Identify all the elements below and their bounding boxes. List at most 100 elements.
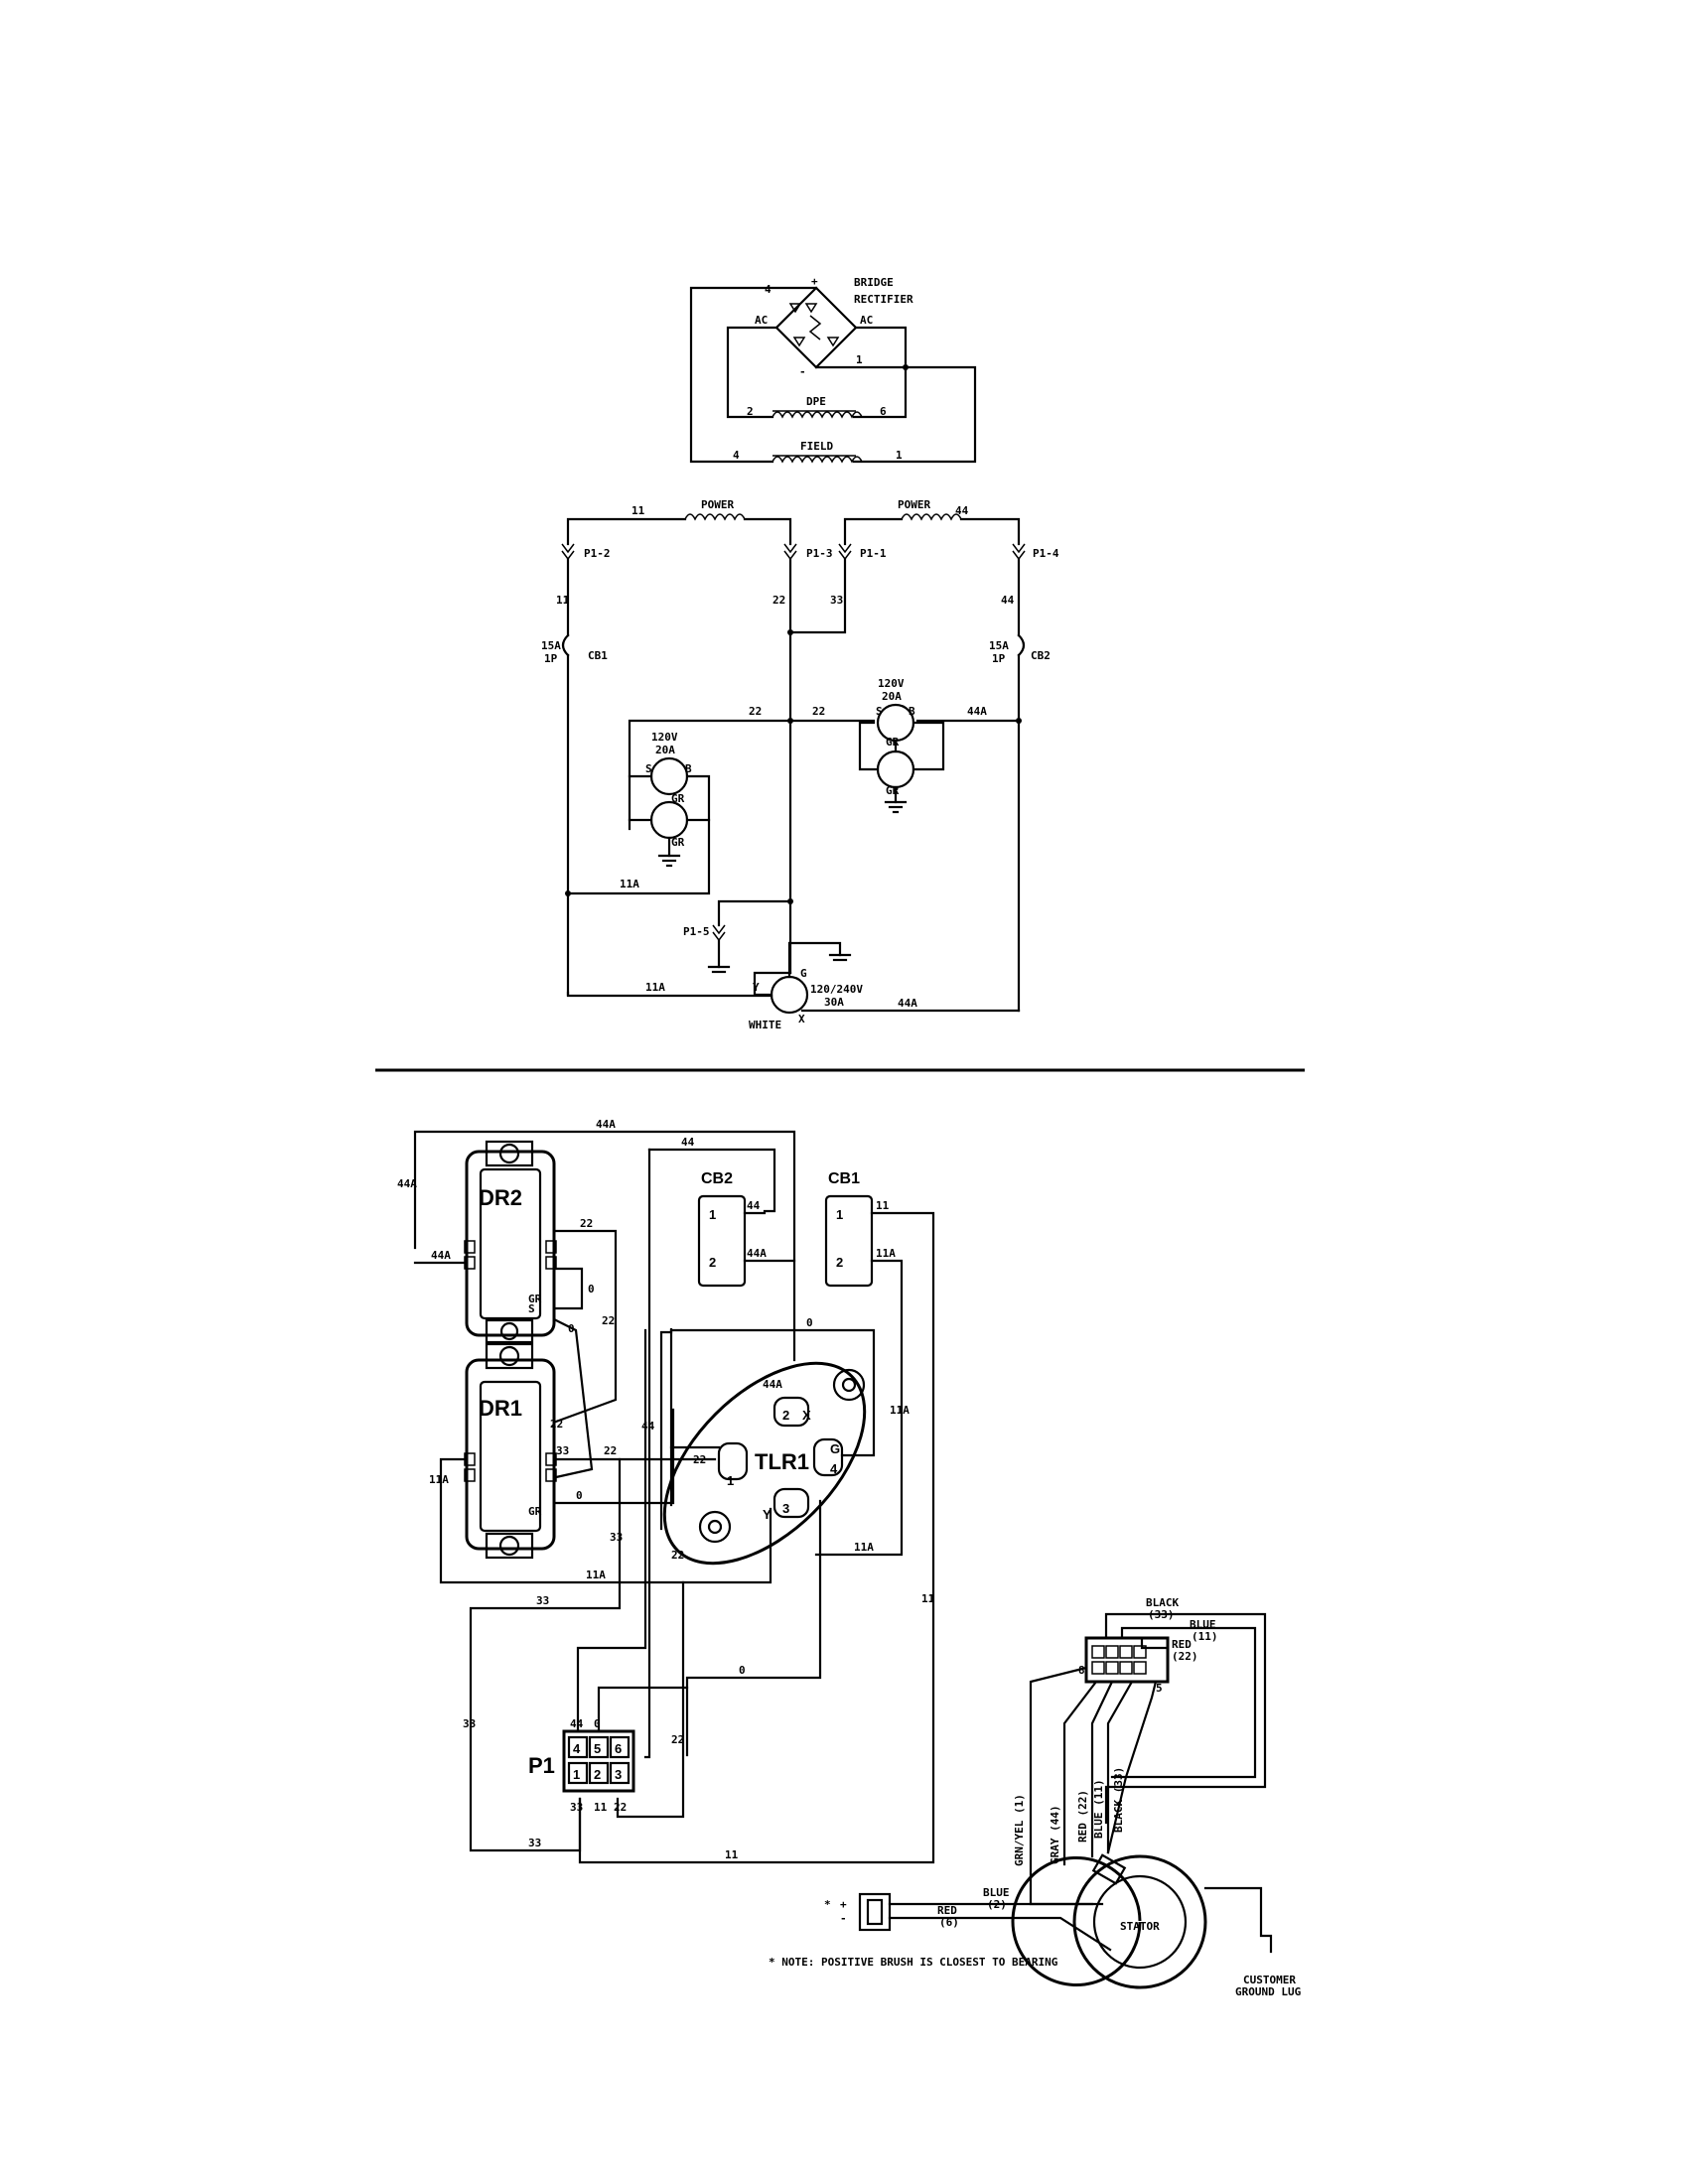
rec-right-amps: 20A <box>882 690 902 703</box>
wire-44a-left2: 44A <box>431 1249 451 1262</box>
cb1-wire-11a: 11A <box>876 1247 896 1260</box>
wire-22-dr1: 22 <box>550 1418 563 1431</box>
wire-11a-mid: 11A <box>620 878 639 890</box>
plug-p1-1: P1-1 <box>860 547 887 560</box>
brush-blue-n: (2) <box>987 1898 1007 1911</box>
twist-y: Y <box>753 981 760 994</box>
cb1-pin-2: 2 <box>836 1255 843 1270</box>
dr2-gr: GR <box>528 1293 542 1305</box>
wire-22-a: 22 <box>749 705 762 718</box>
cb2-box-label: CB2 <box>701 1170 733 1187</box>
p1-wire-22: 22 <box>614 1801 627 1814</box>
cb1-rating-2: 1P <box>544 652 558 665</box>
tlr-y: Y <box>763 1507 772 1522</box>
wire-11a-bus: 11A <box>586 1569 606 1581</box>
cb2-pin-1: 1 <box>709 1207 716 1222</box>
stator-red22: RED (22) <box>1076 1790 1089 1843</box>
p1-pin-3: 3 <box>615 1767 622 1782</box>
receptacle-dr2: DR2 GR S <box>464 1140 557 1344</box>
wire-44-right: 44 <box>1001 594 1015 607</box>
brush-note: * NOTE: POSITIVE BRUSH IS CLOSEST TO BEA… <box>769 1956 1058 1969</box>
dpe-right: 6 <box>880 405 887 418</box>
circuit-breaker-cb2: 15A 1P CB2 <box>989 633 1051 1013</box>
stator-assembly: 8 5 BLACK (33) BLUE (11) RED (22) GRN/YE… <box>769 1596 1302 1998</box>
brush-red: RED <box>937 1904 957 1917</box>
plug-p1-3: P1-3 <box>806 547 833 560</box>
wire-33-bus: 33 <box>536 1594 549 1607</box>
dpe-left: 2 <box>747 405 754 418</box>
dpe-label: DPE <box>806 395 826 408</box>
bridge-ac-left: AC <box>755 314 768 327</box>
p1-pin-5: 5 <box>594 1741 601 1756</box>
brush-red-n: (6) <box>939 1916 959 1929</box>
field-coil: FIELD 4 1 <box>733 440 903 464</box>
field-right: 1 <box>896 449 903 462</box>
dr1-gr: GR <box>528 1505 542 1518</box>
cb2-wire-44: 44 <box>747 1199 761 1212</box>
cb1-label: CB1 <box>588 649 608 662</box>
wire-22-mid: 22 <box>772 594 785 607</box>
stator-blue: BLUE <box>1190 1618 1216 1631</box>
power-right-label: POWER <box>898 498 930 511</box>
stator-gray44: GRAY (44) <box>1049 1805 1061 1864</box>
wire-22-tlr: 22 <box>693 1453 706 1466</box>
bridge-ac-right: AC <box>860 314 873 327</box>
wire-22-vert: 22 <box>602 1314 615 1327</box>
tlr-x: X <box>802 1408 811 1423</box>
p1-label: P1 <box>528 1753 555 1778</box>
rec-right-b: B <box>909 705 915 718</box>
rec-left-volts: 120V <box>651 731 678 744</box>
bridge-plus: + <box>811 275 818 288</box>
rec-left-gr: GR <box>671 792 685 805</box>
bridge-title-1: BRIDGE <box>854 276 894 289</box>
stator-grnyel: GRN/YEL (1) <box>1013 1794 1026 1866</box>
brush-star: * <box>824 1898 831 1911</box>
cb2-label: CB2 <box>1031 649 1051 662</box>
p1-pin-1: 1 <box>573 1767 580 1782</box>
wire-22-dr1b: 22 <box>604 1444 617 1457</box>
wire-11-bottom: 11 <box>725 1848 739 1861</box>
stator-black33: BLACK (33) <box>1112 1767 1125 1833</box>
rec-right-gr: GR <box>886 736 900 749</box>
bridge-minus: - <box>799 365 806 378</box>
tlr-1: 1 <box>727 1473 734 1488</box>
wire-0-dr1: 0 <box>576 1489 583 1502</box>
twist-x: X <box>798 1013 805 1025</box>
tlr-2: 2 <box>782 1408 789 1423</box>
p1-pin-6: 6 <box>615 1741 622 1756</box>
rec-left-amps: 20A <box>655 744 675 756</box>
wire-22-b: 22 <box>812 705 825 718</box>
wire-44a-bottom: 44A <box>898 997 917 1010</box>
rec-left-b: B <box>685 762 692 775</box>
wire-4-top: 4 <box>765 283 772 296</box>
dr1-label: DR1 <box>479 1396 522 1421</box>
wire-11a-tlr2: 11A <box>854 1541 874 1554</box>
wire-33-long: 33 <box>463 1717 476 1730</box>
wire-1-right: 1 <box>856 353 863 366</box>
p1-wire-33: 33 <box>570 1801 583 1814</box>
wire-22-dr2: 22 <box>580 1217 593 1230</box>
wire-44a-top: 44A <box>596 1118 616 1131</box>
tlr-g: G <box>830 1441 840 1456</box>
stator-black-n: (33) <box>1148 1608 1175 1621</box>
wire-44-top: 44 <box>955 504 969 517</box>
breaker-cb2-box: CB2 1 2 44 44A <box>697 1170 796 1288</box>
wire-44-vert: 44 <box>641 1420 655 1433</box>
twist-lock-receptacle: Y G X 120/240V 30A WHITE <box>749 941 863 1031</box>
schematic-diagram: BRIDGE RECTIFIER + - AC AC 4 1 DPE 2 6 F… <box>541 275 1059 1031</box>
cb2-pin-2: 2 <box>709 1255 716 1270</box>
wire-0-tlr: 0 <box>806 1316 813 1329</box>
receptacle-dr1: DR1 GR <box>464 1342 557 1560</box>
cb1-pin-1: 1 <box>836 1207 843 1222</box>
wire-44a-left: 44A <box>397 1177 417 1190</box>
cb2-rating-1: 15A <box>989 639 1009 652</box>
cb2-wire-44a: 44A <box>747 1247 767 1260</box>
stator-label: STATOR <box>1120 1920 1160 1933</box>
circuit-breaker-cb1: 15A 1P CB1 <box>541 633 608 997</box>
tlr-3: 3 <box>782 1501 789 1516</box>
ground-lug-2: GROUND LUG <box>1235 1985 1302 1998</box>
stator-red-n: (22) <box>1172 1650 1198 1663</box>
wiring-layout: DR2 GR S DR1 GR 44A 44A 44A <box>397 1118 935 1864</box>
wire-0: 0 <box>588 1283 595 1296</box>
